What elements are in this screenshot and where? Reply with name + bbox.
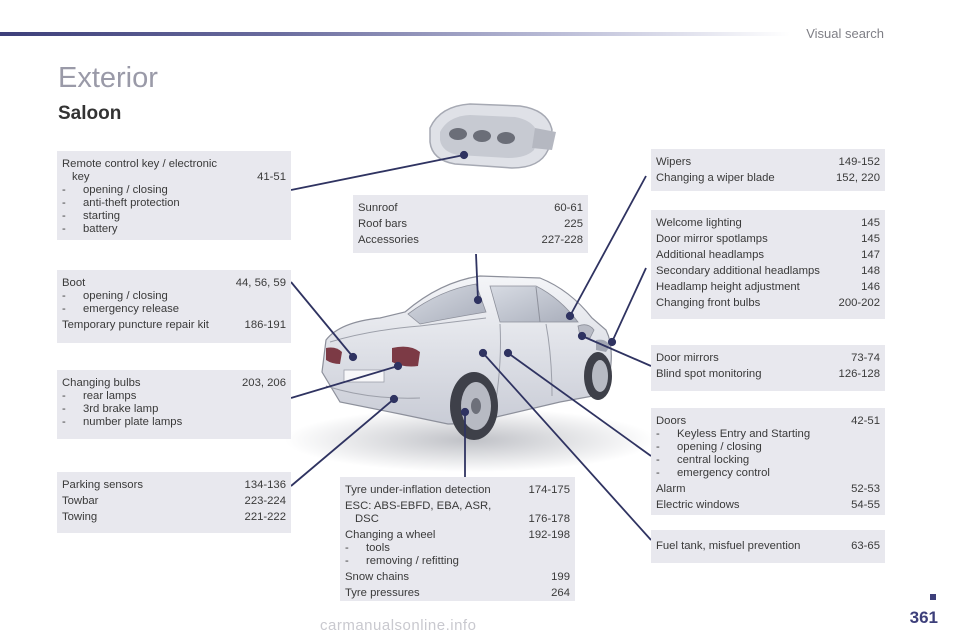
accessories-label: Accessories bbox=[358, 234, 419, 246]
tyre-box: Tyre under-inflation detection 174-175 ES… bbox=[340, 477, 575, 601]
fuel-page: 63-65 bbox=[851, 540, 880, 552]
wheel-item-tools: tools bbox=[345, 542, 570, 555]
snow-chains-page: 199 bbox=[551, 571, 570, 583]
door-mirrors-page: 73-74 bbox=[851, 352, 880, 364]
bulbs-label: Changing bulbs bbox=[62, 377, 141, 389]
alarm-page: 52-53 bbox=[851, 483, 880, 495]
wiper-blade-page: 152, 220 bbox=[836, 172, 880, 184]
sunroof-label: Sunroof bbox=[358, 202, 398, 214]
tyre-detect-page: 174-175 bbox=[528, 484, 570, 496]
blind-spot-label: Blind spot monitoring bbox=[656, 368, 762, 380]
bulbs-item-rear: rear lamps bbox=[62, 390, 286, 403]
remote-item-battery: battery bbox=[62, 223, 286, 236]
boot-item-emergency: emergency release bbox=[62, 303, 286, 316]
lighting-box: Welcome lighting 145 Door mirror spotlamp… bbox=[651, 210, 885, 319]
blind-spot-page: 126-128 bbox=[838, 368, 880, 380]
watermark: carmanualsonline.info bbox=[320, 617, 477, 634]
wipers-page: 149-152 bbox=[838, 156, 880, 168]
parking-label: Parking sensors bbox=[62, 479, 143, 491]
mirror-spotlamps-page: 145 bbox=[861, 233, 880, 245]
doors-page: 42-51 bbox=[851, 415, 880, 427]
tyre-pressures-label: Tyre pressures bbox=[345, 587, 420, 599]
leader-lines bbox=[290, 150, 652, 541]
page-title: Exterior bbox=[58, 62, 158, 94]
remote-item-starting: starting bbox=[62, 210, 286, 223]
wheel-item-removing: removing / refitting bbox=[345, 555, 570, 568]
page-number: 361 bbox=[909, 608, 938, 627]
secondary-headlamps-label: Secondary additional headlamps bbox=[656, 265, 820, 277]
windows-label: Electric windows bbox=[656, 499, 740, 511]
tyre-detect-label: Tyre under-inflation detection bbox=[345, 484, 491, 496]
tyre-pressures-page: 264 bbox=[551, 587, 570, 599]
bulbs-item-brake: 3rd brake lamp bbox=[62, 403, 286, 416]
welcome-lighting-page: 145 bbox=[861, 217, 880, 229]
towing-page: 221-222 bbox=[244, 511, 286, 523]
additional-headlamps-page: 147 bbox=[861, 249, 880, 261]
remote-item-antitheft: anti-theft protection bbox=[62, 197, 286, 210]
secondary-headlamps-page: 148 bbox=[861, 265, 880, 277]
fuel-box: Fuel tank, misfuel prevention 63-65 bbox=[651, 530, 885, 563]
front-bulbs-page: 200-202 bbox=[838, 297, 880, 309]
header-rule bbox=[0, 32, 790, 36]
sunroof-box: Sunroof 60-61 Roof bars 225 Accessories 227… bbox=[353, 195, 588, 253]
bulbs-page: 203, 206 bbox=[242, 377, 286, 389]
wheel-page: 192-198 bbox=[528, 529, 570, 541]
towbar-label: Towbar bbox=[62, 495, 99, 507]
mirror-spotlamps-label: Door mirror spotlamps bbox=[656, 233, 768, 245]
esc-label: ESC: ABS-EBFD, EBA, ASR, bbox=[345, 500, 492, 512]
boot-box: Boot 44, 56, 59 opening / closing emergen… bbox=[57, 270, 291, 343]
additional-headlamps-label: Additional headlamps bbox=[656, 249, 765, 261]
boot-page: 44, 56, 59 bbox=[235, 277, 286, 289]
boot-label: Boot bbox=[62, 277, 86, 289]
car-shadow bbox=[285, 408, 655, 472]
fuel-label: Fuel tank, misfuel prevention bbox=[656, 540, 801, 552]
accessories-page: 227-228 bbox=[541, 234, 583, 246]
parking-page: 134-136 bbox=[244, 479, 286, 491]
remote-key-label: Remote control key / electronic bbox=[62, 158, 218, 170]
doors-item-opening: opening / closing bbox=[656, 441, 880, 454]
remote-key-box: Remote control key / electronic key 41-51… bbox=[57, 151, 291, 240]
windows-page: 54-55 bbox=[851, 499, 880, 511]
roof-bars-page: 225 bbox=[564, 218, 583, 230]
doors-label: Doors bbox=[656, 415, 687, 427]
wiper-blade-label: Changing a wiper blade bbox=[656, 172, 775, 184]
headlamp-height-label: Headlamp height adjustment bbox=[656, 281, 800, 293]
esc-label-cont: DSC bbox=[355, 513, 379, 525]
repair-kit-label: Temporary puncture repair kit bbox=[62, 319, 209, 331]
parking-box: Parking sensors 134-136 Towbar 223-224 Tow… bbox=[57, 472, 291, 533]
remote-key-label-cont: key bbox=[72, 171, 90, 183]
welcome-lighting-label: Welcome lighting bbox=[656, 217, 742, 229]
sunroof-page: 60-61 bbox=[554, 202, 583, 214]
wipers-label: Wipers bbox=[656, 156, 692, 168]
roof-bars-label: Roof bars bbox=[358, 218, 407, 230]
esc-page: 176-178 bbox=[528, 513, 570, 525]
header-label: Visual search bbox=[806, 26, 884, 41]
door-mirrors-label: Door mirrors bbox=[656, 352, 719, 364]
towing-label: Towing bbox=[62, 511, 98, 523]
repair-kit-page: 186-191 bbox=[244, 319, 286, 331]
bulbs-box: Changing bulbs 203, 206 rear lamps 3rd br… bbox=[57, 370, 291, 439]
page-marker bbox=[930, 594, 936, 600]
wheel-label: Changing a wheel bbox=[345, 529, 436, 541]
towbar-page: 223-224 bbox=[244, 495, 286, 507]
doors-item-locking: central locking bbox=[656, 454, 880, 467]
key-fob bbox=[429, 103, 556, 169]
remote-key-page: 41-51 bbox=[257, 171, 286, 183]
front-bulbs-label: Changing front bulbs bbox=[656, 297, 761, 309]
bulbs-item-plate: number plate lamps bbox=[62, 416, 286, 429]
mirrors-box: Door mirrors 73-74 Blind spot monitoring 1… bbox=[651, 345, 885, 391]
headlamp-height-page: 146 bbox=[861, 281, 880, 293]
section-title: Saloon bbox=[58, 103, 122, 124]
snow-chains-label: Snow chains bbox=[345, 571, 410, 583]
doors-box: Doors 42-51 Keyless Entry and Starting op… bbox=[651, 408, 885, 515]
doors-item-keyless: Keyless Entry and Starting bbox=[656, 428, 880, 441]
remote-item-opening: opening / closing bbox=[62, 184, 286, 197]
wipers-box: Wipers 149-152 Changing a wiper blade 152,… bbox=[651, 149, 885, 191]
boot-item-opening: opening / closing bbox=[62, 290, 286, 303]
doors-item-emergency: emergency control bbox=[656, 467, 880, 480]
alarm-label: Alarm bbox=[656, 483, 686, 495]
